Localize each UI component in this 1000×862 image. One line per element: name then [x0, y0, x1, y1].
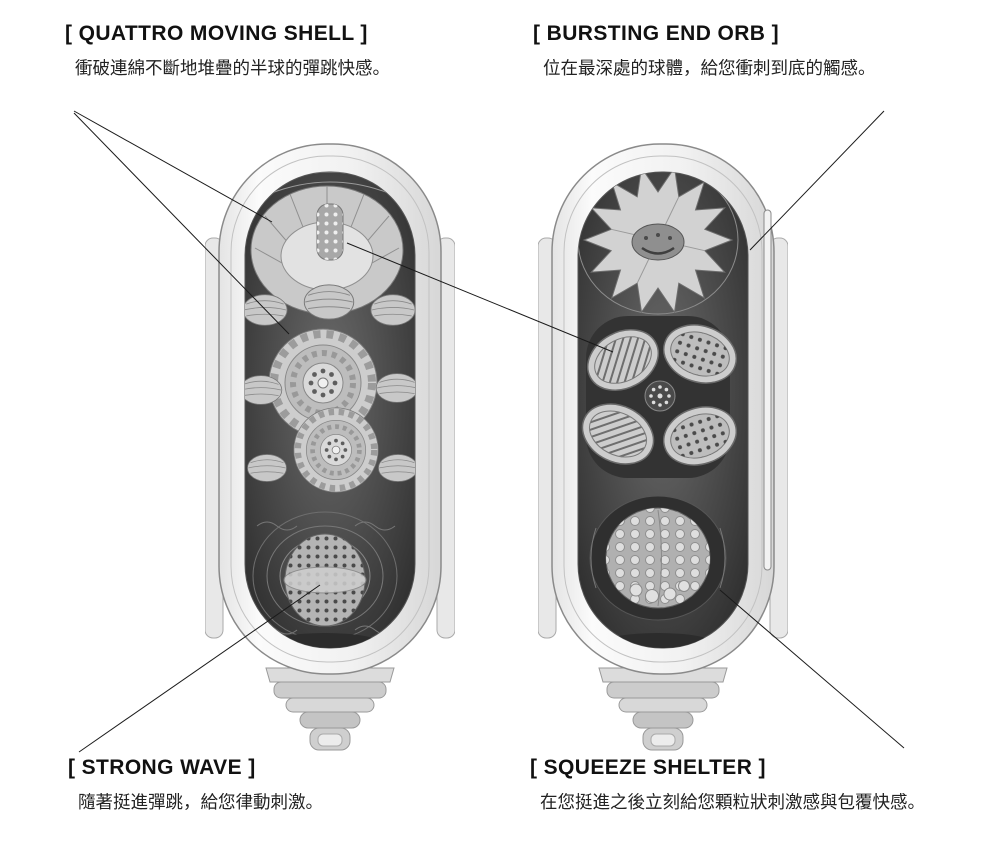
feature-strong-wave: [ STRONG WAVE ] 隨著挺進彈跳，給您律動刺激。 — [68, 756, 323, 814]
internal-texture-art — [578, 172, 745, 648]
feature-title: [ STRONG WAVE ] — [68, 756, 256, 779]
capsule-inner-rim — [230, 155, 430, 663]
feature-squeeze-shelter: [ SQUEEZE SHELTER ] 在您挺進之後立刻給您顆粒狀刺激感與包覆快… — [530, 756, 925, 814]
product-cutaway-left — [204, 138, 456, 768]
capsule-inner-rim — [563, 155, 763, 663]
bursting-end-orb-art — [578, 172, 739, 315]
hinge-slot — [763, 209, 772, 571]
base-stem — [598, 667, 728, 751]
feature-description: 隨著挺進彈跳，給您律動刺激。 — [78, 792, 323, 812]
feature-title: [ BURSTING END ORB ] — [533, 22, 779, 45]
feature-title: [ QUATTRO MOVING SHELL ] — [65, 22, 368, 45]
feature-quattro-moving-shell: [ QUATTRO MOVING SHELL ] 衝破連綿不斷地堆疊的半球的彈跳… — [65, 22, 390, 80]
base-stem — [265, 667, 395, 751]
squeeze-shelter-orb-art — [589, 495, 727, 621]
feature-description: 位在最深處的球體，給您衝刺到底的觸感。 — [543, 58, 876, 78]
left-capsule-art — [204, 143, 456, 751]
right-capsule-art — [537, 143, 789, 751]
feature-bursting-end-orb: [ BURSTING END ORB ] 位在最深處的球體，給您衝刺到底的觸感。 — [533, 22, 876, 80]
cavity-bottom-shadow — [603, 633, 713, 648]
quattro-shells-art — [578, 315, 745, 478]
feature-description: 衝破連綿不斷地堆疊的半球的彈跳快感。 — [75, 58, 390, 78]
product-cutaway-right — [537, 138, 789, 768]
feature-description: 在您挺進之後立刻給您顆粒狀刺激感與包覆快感。 — [540, 792, 925, 812]
feature-title: [ SQUEEZE SHELTER ] — [530, 756, 766, 779]
